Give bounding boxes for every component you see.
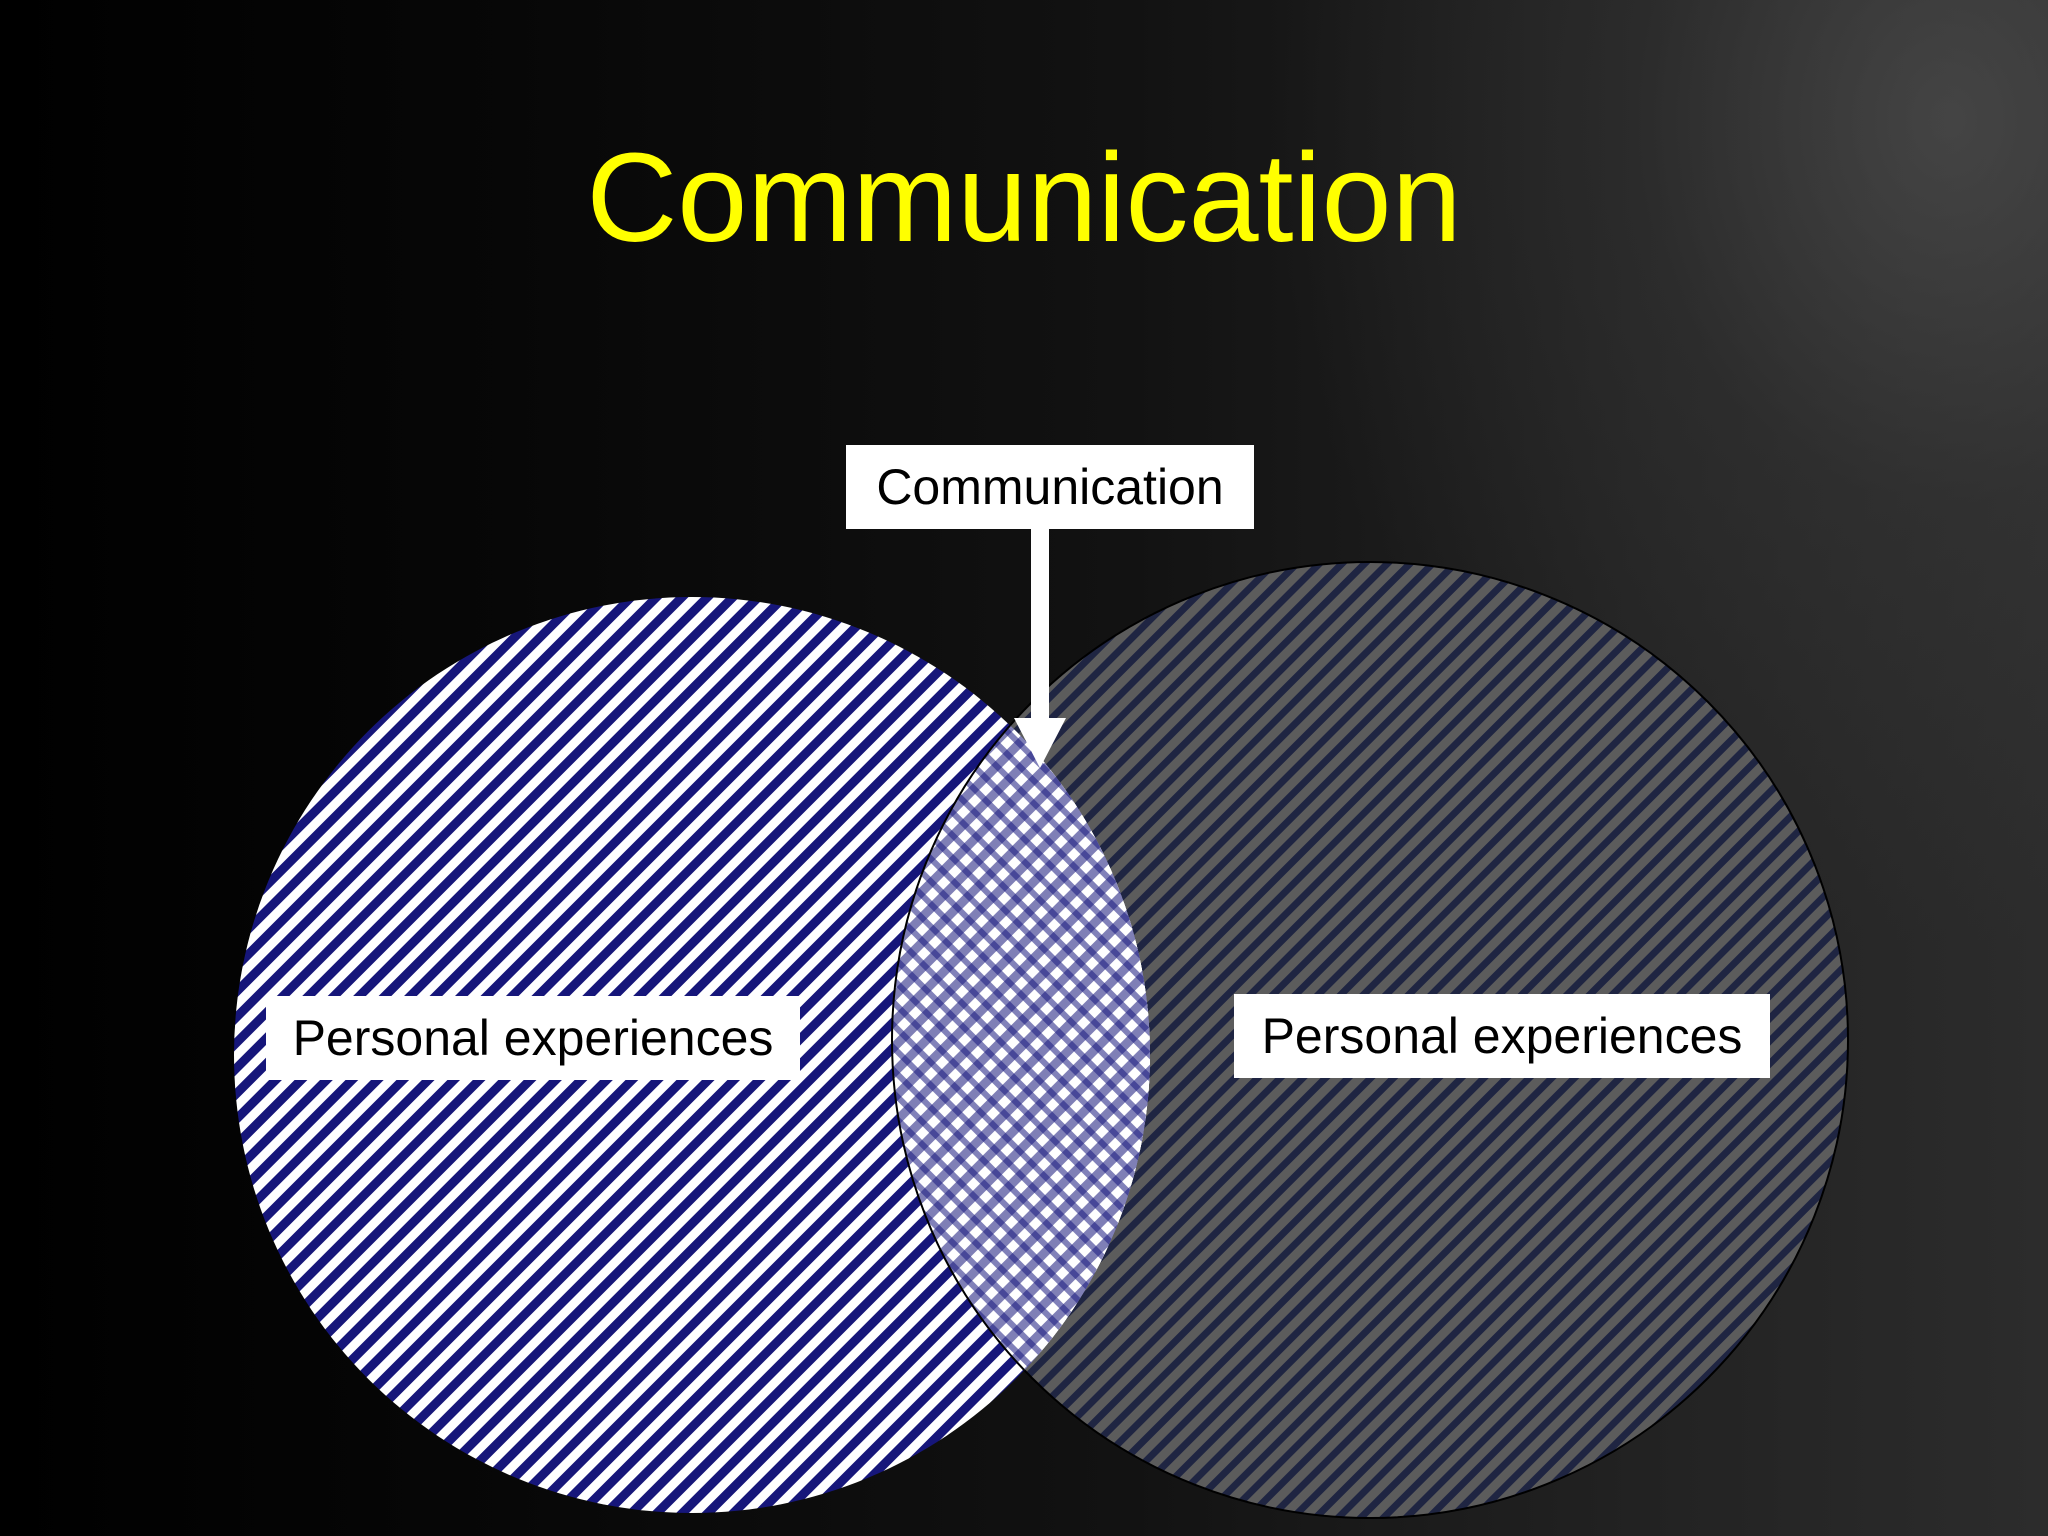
left-personal-experiences-label: Personal experiences	[266, 996, 800, 1080]
right-personal-experiences-label: Personal experiences	[1234, 994, 1770, 1078]
arrow-to-overlap	[1014, 528, 1066, 768]
communication-label: Communication	[846, 445, 1254, 529]
slide-title: Communication	[586, 127, 1462, 268]
